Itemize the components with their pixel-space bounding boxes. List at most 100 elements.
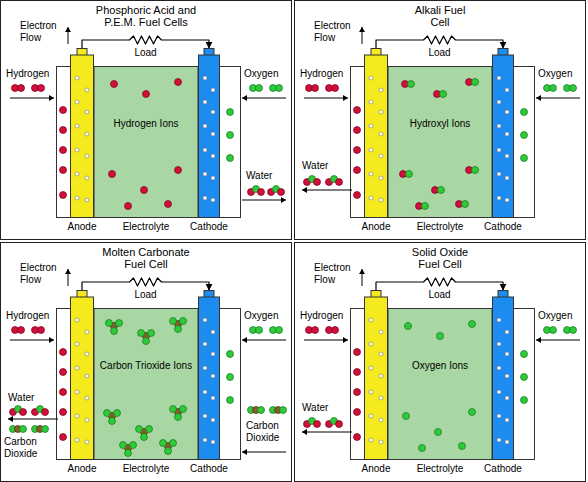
electron-dot bbox=[497, 438, 501, 442]
flow-arrow-head bbox=[49, 337, 54, 343]
electron-dot bbox=[497, 100, 501, 104]
electron-dot bbox=[211, 198, 215, 202]
electrode-body bbox=[71, 55, 94, 218]
electron-dot bbox=[203, 342, 207, 346]
cathode-plate: Cathode bbox=[198, 290, 220, 460]
load-label: Load bbox=[420, 289, 460, 301]
electron-dot bbox=[203, 414, 207, 418]
electron-dot bbox=[497, 390, 501, 394]
electron-dot bbox=[505, 396, 509, 400]
flow-arrow bbox=[304, 98, 348, 99]
hydrogen-atom bbox=[354, 409, 361, 416]
molecule-atom bbox=[146, 426, 153, 433]
electron-dot bbox=[75, 366, 79, 370]
hydrogen-atom bbox=[60, 349, 67, 356]
electrolyte-fill bbox=[94, 309, 198, 460]
flow-arrow bbox=[242, 200, 286, 201]
electron-dot bbox=[505, 110, 509, 114]
flow-arrow-head bbox=[536, 337, 541, 343]
diagram-label: Oxygen bbox=[244, 68, 288, 80]
flow-arrow-head bbox=[65, 269, 71, 274]
electrolyte-layer: Hydroxyl IonsElectrolyte bbox=[388, 66, 492, 218]
electrolyte-layer: Hydrogen IonsElectrolyte bbox=[94, 66, 198, 218]
molecule-atom bbox=[138, 330, 145, 337]
electron-dot bbox=[203, 172, 207, 176]
electron-dot bbox=[75, 76, 79, 80]
fuel-cell-panel: Molten Carbonate Fuel CellAnodeCarbon Tr… bbox=[0, 242, 292, 482]
electron-dot bbox=[379, 352, 383, 356]
electron-dot bbox=[75, 124, 79, 128]
electron-dot bbox=[497, 76, 501, 80]
electron-dot bbox=[85, 132, 89, 136]
panel-title: Phosphoric Acid and P.E.M. Fuel Cells bbox=[86, 4, 206, 28]
electron-dot bbox=[85, 396, 89, 400]
electron-dot bbox=[379, 440, 383, 444]
molecule-atom bbox=[180, 406, 187, 413]
part-shape bbox=[364, 290, 388, 460]
flow-arrow-head bbox=[242, 95, 247, 101]
electrode-tab bbox=[371, 291, 381, 298]
electron-dot bbox=[505, 374, 509, 378]
oxygen-atom bbox=[521, 351, 528, 358]
oxygen-atom bbox=[521, 374, 528, 381]
hydrogen-atom bbox=[60, 389, 67, 396]
fuel-cell-panel: Alkali Fuel CellAnodeHydroxyl IonsElectr… bbox=[294, 0, 586, 240]
flow-arrow-head bbox=[343, 337, 348, 343]
electron-dot bbox=[203, 100, 207, 104]
flow-arrow-head bbox=[8, 416, 13, 422]
molecule-atom bbox=[104, 410, 111, 417]
electron-dot bbox=[75, 318, 79, 322]
electron-dot bbox=[497, 414, 501, 418]
electron-circuit bbox=[376, 36, 503, 48]
molecule-atom bbox=[278, 189, 285, 196]
electrode-body bbox=[199, 297, 220, 460]
hydrogen-atom bbox=[354, 192, 361, 199]
electron-dot bbox=[211, 352, 215, 356]
molecule-atom bbox=[258, 189, 265, 196]
part-shape bbox=[70, 290, 94, 460]
molecule-atom bbox=[18, 85, 25, 92]
molecule-atom bbox=[111, 81, 118, 88]
part-label: Electrolyte bbox=[94, 463, 198, 475]
part-label: Anode bbox=[56, 221, 108, 233]
electron-dot bbox=[497, 366, 501, 370]
part-label: Cathode bbox=[478, 221, 528, 233]
molecule-atom bbox=[332, 85, 339, 92]
electron-dot bbox=[211, 330, 215, 334]
electrode-body bbox=[493, 297, 514, 460]
diagram-label: Hydrogen bbox=[6, 310, 56, 322]
molecule-atom bbox=[125, 203, 132, 210]
hydrogen-atom bbox=[354, 349, 361, 356]
molecule-atom bbox=[256, 327, 263, 334]
flow-arrow bbox=[302, 190, 352, 191]
electrode-body bbox=[493, 55, 514, 218]
electron-dot bbox=[85, 352, 89, 356]
electrode-tab bbox=[498, 291, 508, 298]
molecule-atom bbox=[180, 318, 187, 325]
molecule-atom bbox=[175, 79, 182, 86]
electron-dot bbox=[497, 318, 501, 322]
oxygen-atom bbox=[227, 397, 234, 404]
molecule-atom bbox=[405, 323, 412, 330]
part-label: Cathode bbox=[184, 463, 234, 475]
electron-dot bbox=[379, 330, 383, 334]
electron-dot bbox=[75, 390, 79, 394]
hydrogen-atom bbox=[60, 127, 67, 134]
molecule-atom bbox=[258, 407, 265, 414]
electron-dot bbox=[85, 330, 89, 334]
molecule-atom bbox=[38, 327, 45, 334]
electron-dot bbox=[75, 196, 79, 200]
molecule-atom bbox=[141, 187, 148, 194]
flow-arrow bbox=[302, 432, 352, 433]
electron-dot bbox=[369, 148, 373, 152]
diagram-label: Hydrogen bbox=[300, 310, 350, 322]
molecule-atom bbox=[38, 85, 45, 92]
part-shape bbox=[94, 66, 198, 218]
flow-arrow-head bbox=[242, 337, 247, 343]
load-label: Load bbox=[126, 47, 166, 59]
part-shape bbox=[70, 48, 94, 218]
diagram-label: Oxygen bbox=[538, 68, 582, 80]
part-shape bbox=[198, 48, 220, 218]
molecule-atom bbox=[141, 434, 148, 441]
ion-label: Carbon Trioxide Ions bbox=[98, 360, 194, 372]
